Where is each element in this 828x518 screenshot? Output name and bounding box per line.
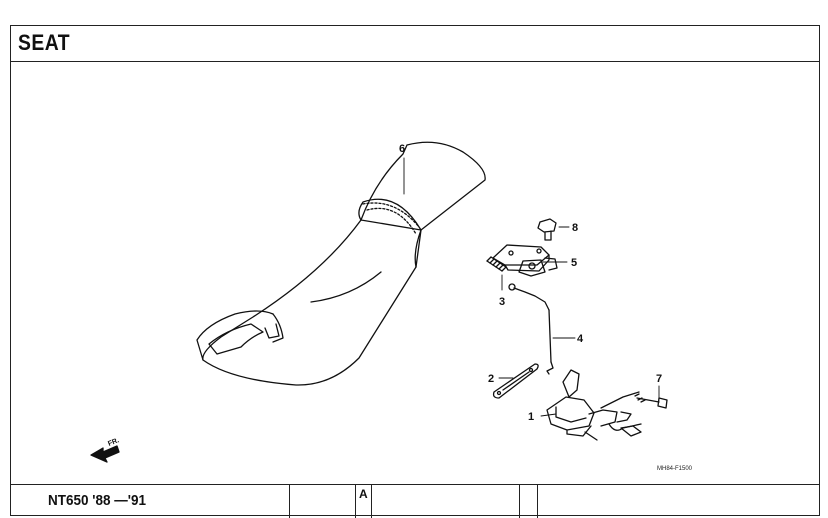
plate-part [492, 363, 539, 399]
page-title: SEAT [18, 30, 70, 55]
callout-7: 7 [656, 373, 662, 385]
footer-divider [537, 485, 538, 518]
callout-4: 4 [577, 333, 584, 345]
callout-2: 2 [488, 373, 494, 385]
drawing-number: MH84-F1500 [657, 466, 693, 472]
screw-part [634, 393, 668, 409]
region-code: A [359, 487, 368, 501]
seat-lock-bracket-part [492, 244, 558, 277]
footer-divider [289, 485, 290, 518]
front-label: FR. [107, 437, 120, 448]
parts-page-frame: SEAT [10, 25, 820, 518]
seat-parts-diagram: 6 8 5 3 4 2 1 7 FR. MH84-F1500 [90, 141, 693, 472]
seat-part [196, 141, 486, 386]
callout-8: 8 [572, 222, 578, 234]
bolt-part [537, 218, 557, 241]
title-bar: SEAT [11, 26, 819, 62]
callout-5: 5 [571, 257, 577, 269]
model-years: NT650 '88 —'91 [48, 492, 146, 509]
footer-bar: NT650 '88 —'91 A [11, 484, 819, 518]
spring-part [486, 256, 507, 272]
seat-lock-part [546, 369, 642, 441]
footer-divider [519, 485, 520, 518]
cable-part [508, 283, 554, 375]
footer-divider [371, 485, 372, 518]
footer-divider [355, 485, 356, 518]
leader-lines [403, 157, 660, 417]
callout-1: 1 [528, 411, 534, 423]
callout-3: 3 [499, 296, 505, 308]
callout-6: 6 [399, 143, 405, 155]
front-direction-arrow [90, 445, 120, 463]
